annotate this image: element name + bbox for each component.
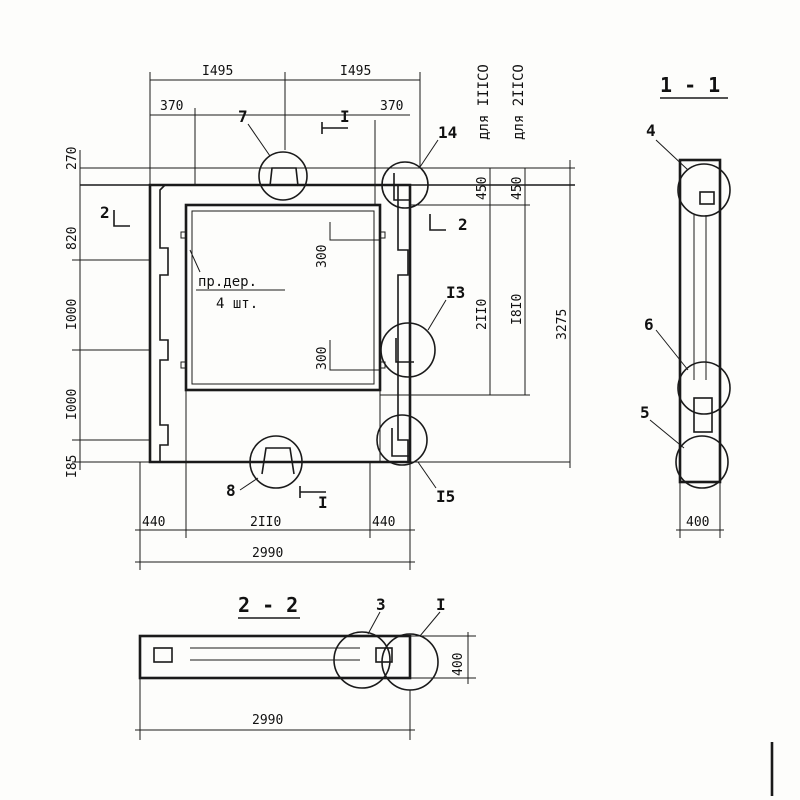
left-stepped-edge	[159, 184, 169, 462]
detail-8-glyph	[261, 447, 295, 475]
detail-circle-14	[381, 161, 429, 209]
note-4-pcs: 4 шт.	[216, 296, 258, 312]
callout-15: I5	[436, 487, 455, 506]
main-view: I495 I495 370 370 270 820 I000 I000 I85 …	[65, 64, 575, 570]
section-1-1-insert-bottom	[693, 397, 713, 433]
callout-4: 4	[646, 121, 656, 140]
callout-13: I3	[446, 283, 465, 302]
window-frame-inner	[191, 210, 375, 385]
dim-right-450-a: 450	[475, 177, 490, 200]
callout-3: 3	[376, 595, 386, 614]
leader-14	[419, 139, 439, 168]
dim-bottom-2110: 2II0	[250, 515, 281, 530]
section-mark-2-right-label: 2	[458, 215, 468, 234]
dim-1-1-400: 400	[686, 515, 709, 530]
window-opening	[184, 203, 382, 392]
dim-top-1495-right: I495	[340, 64, 371, 79]
callout-1: I	[436, 595, 446, 614]
label-for-1pso: для IIIСО	[476, 64, 492, 140]
callout-8: 8	[226, 481, 236, 500]
panel-outline	[148, 183, 412, 464]
frame-anchor	[180, 231, 186, 239]
dim-2-2-2990: 2990	[252, 713, 283, 728]
frame-anchor	[180, 361, 186, 369]
dim-right-3275: 3275	[555, 309, 570, 340]
callout-6: 6	[644, 315, 654, 334]
section-1-1: 1 - 1 4 6 5 400	[640, 73, 731, 538]
dim-right-450-b: 450	[510, 177, 525, 200]
callout-7: 7	[238, 107, 248, 126]
dim-2-2-400: 400	[451, 653, 466, 676]
dim-top-1495-left: I495	[202, 64, 233, 79]
dim-bottom-2990: 2990	[252, 546, 283, 561]
dim-bottom-440-left: 440	[142, 515, 165, 530]
detail-circle-4	[677, 163, 731, 217]
leader-note	[189, 249, 201, 273]
callout-14: 14	[438, 123, 457, 142]
dim-bottom-440-right: 440	[372, 515, 395, 530]
section-2-2-insert-right	[375, 647, 393, 663]
section-marker-2-left	[113, 210, 130, 227]
note-wood-plugs: пр.дер.	[198, 274, 257, 290]
dim-right-2110: 2II0	[475, 299, 490, 330]
dim-top-370-left: 370	[160, 99, 183, 114]
section-1-1-insert-top	[699, 191, 715, 205]
section-mark-1-top-label: I	[340, 107, 350, 126]
section-2-2: 2 - 2 3 I 400 2990	[135, 593, 476, 740]
dim-left-270: 270	[65, 147, 80, 170]
leader-7	[247, 123, 271, 157]
detail-circle-7	[258, 151, 308, 201]
leader-3	[367, 611, 381, 635]
detail-14-glyph	[393, 173, 410, 201]
leader-4	[655, 139, 689, 171]
section-2-2-outline	[138, 634, 412, 680]
section-2-2-insert-left	[153, 647, 173, 663]
callout-5: 5	[640, 403, 650, 422]
dim-300-bottom	[329, 340, 380, 371]
dim-300-top-text: 300	[315, 245, 330, 268]
section-1-1-outline	[678, 158, 722, 484]
leader-8	[239, 477, 259, 491]
dim-300-top	[329, 222, 380, 241]
frame-anchor	[380, 231, 386, 239]
leader-5	[649, 419, 685, 449]
dim-left-1000-b: I000	[65, 389, 80, 420]
dim-300-bottom-text: 300	[315, 347, 330, 370]
right-stepped-edge	[397, 185, 409, 462]
detail-circle-13	[380, 322, 436, 378]
dim-left-185: I85	[65, 455, 80, 478]
detail-13-glyph	[395, 338, 414, 363]
leader-1	[419, 611, 441, 637]
dim-top-370-right: 370	[380, 99, 403, 114]
leader-6	[655, 329, 689, 371]
label-for-2pso: для 2IIСО	[511, 64, 527, 140]
dim-right-1810: I8I0	[510, 294, 525, 325]
section-2-2-title: 2 - 2	[238, 593, 298, 617]
section-mark-2-left-label: 2	[100, 203, 110, 222]
detail-15-glyph	[391, 428, 410, 457]
dim-left-820: 820	[65, 227, 80, 250]
detail-circle-5	[675, 435, 729, 489]
section-marker-1-bottom	[299, 486, 326, 498]
detail-circle-6	[677, 361, 731, 415]
leader-15	[417, 461, 437, 489]
detail-7-glyph	[269, 167, 299, 187]
detail-circle-3	[333, 631, 391, 689]
leader-13	[427, 299, 447, 331]
section-marker-2-right	[429, 214, 446, 231]
detail-circle-15	[376, 414, 428, 466]
section-1-1-title: 1 - 1	[660, 73, 720, 97]
dim-left-1000-a: I000	[65, 299, 80, 330]
section-marker-1-top	[321, 122, 348, 134]
section-mark-1-bottom-label: I	[318, 493, 328, 512]
